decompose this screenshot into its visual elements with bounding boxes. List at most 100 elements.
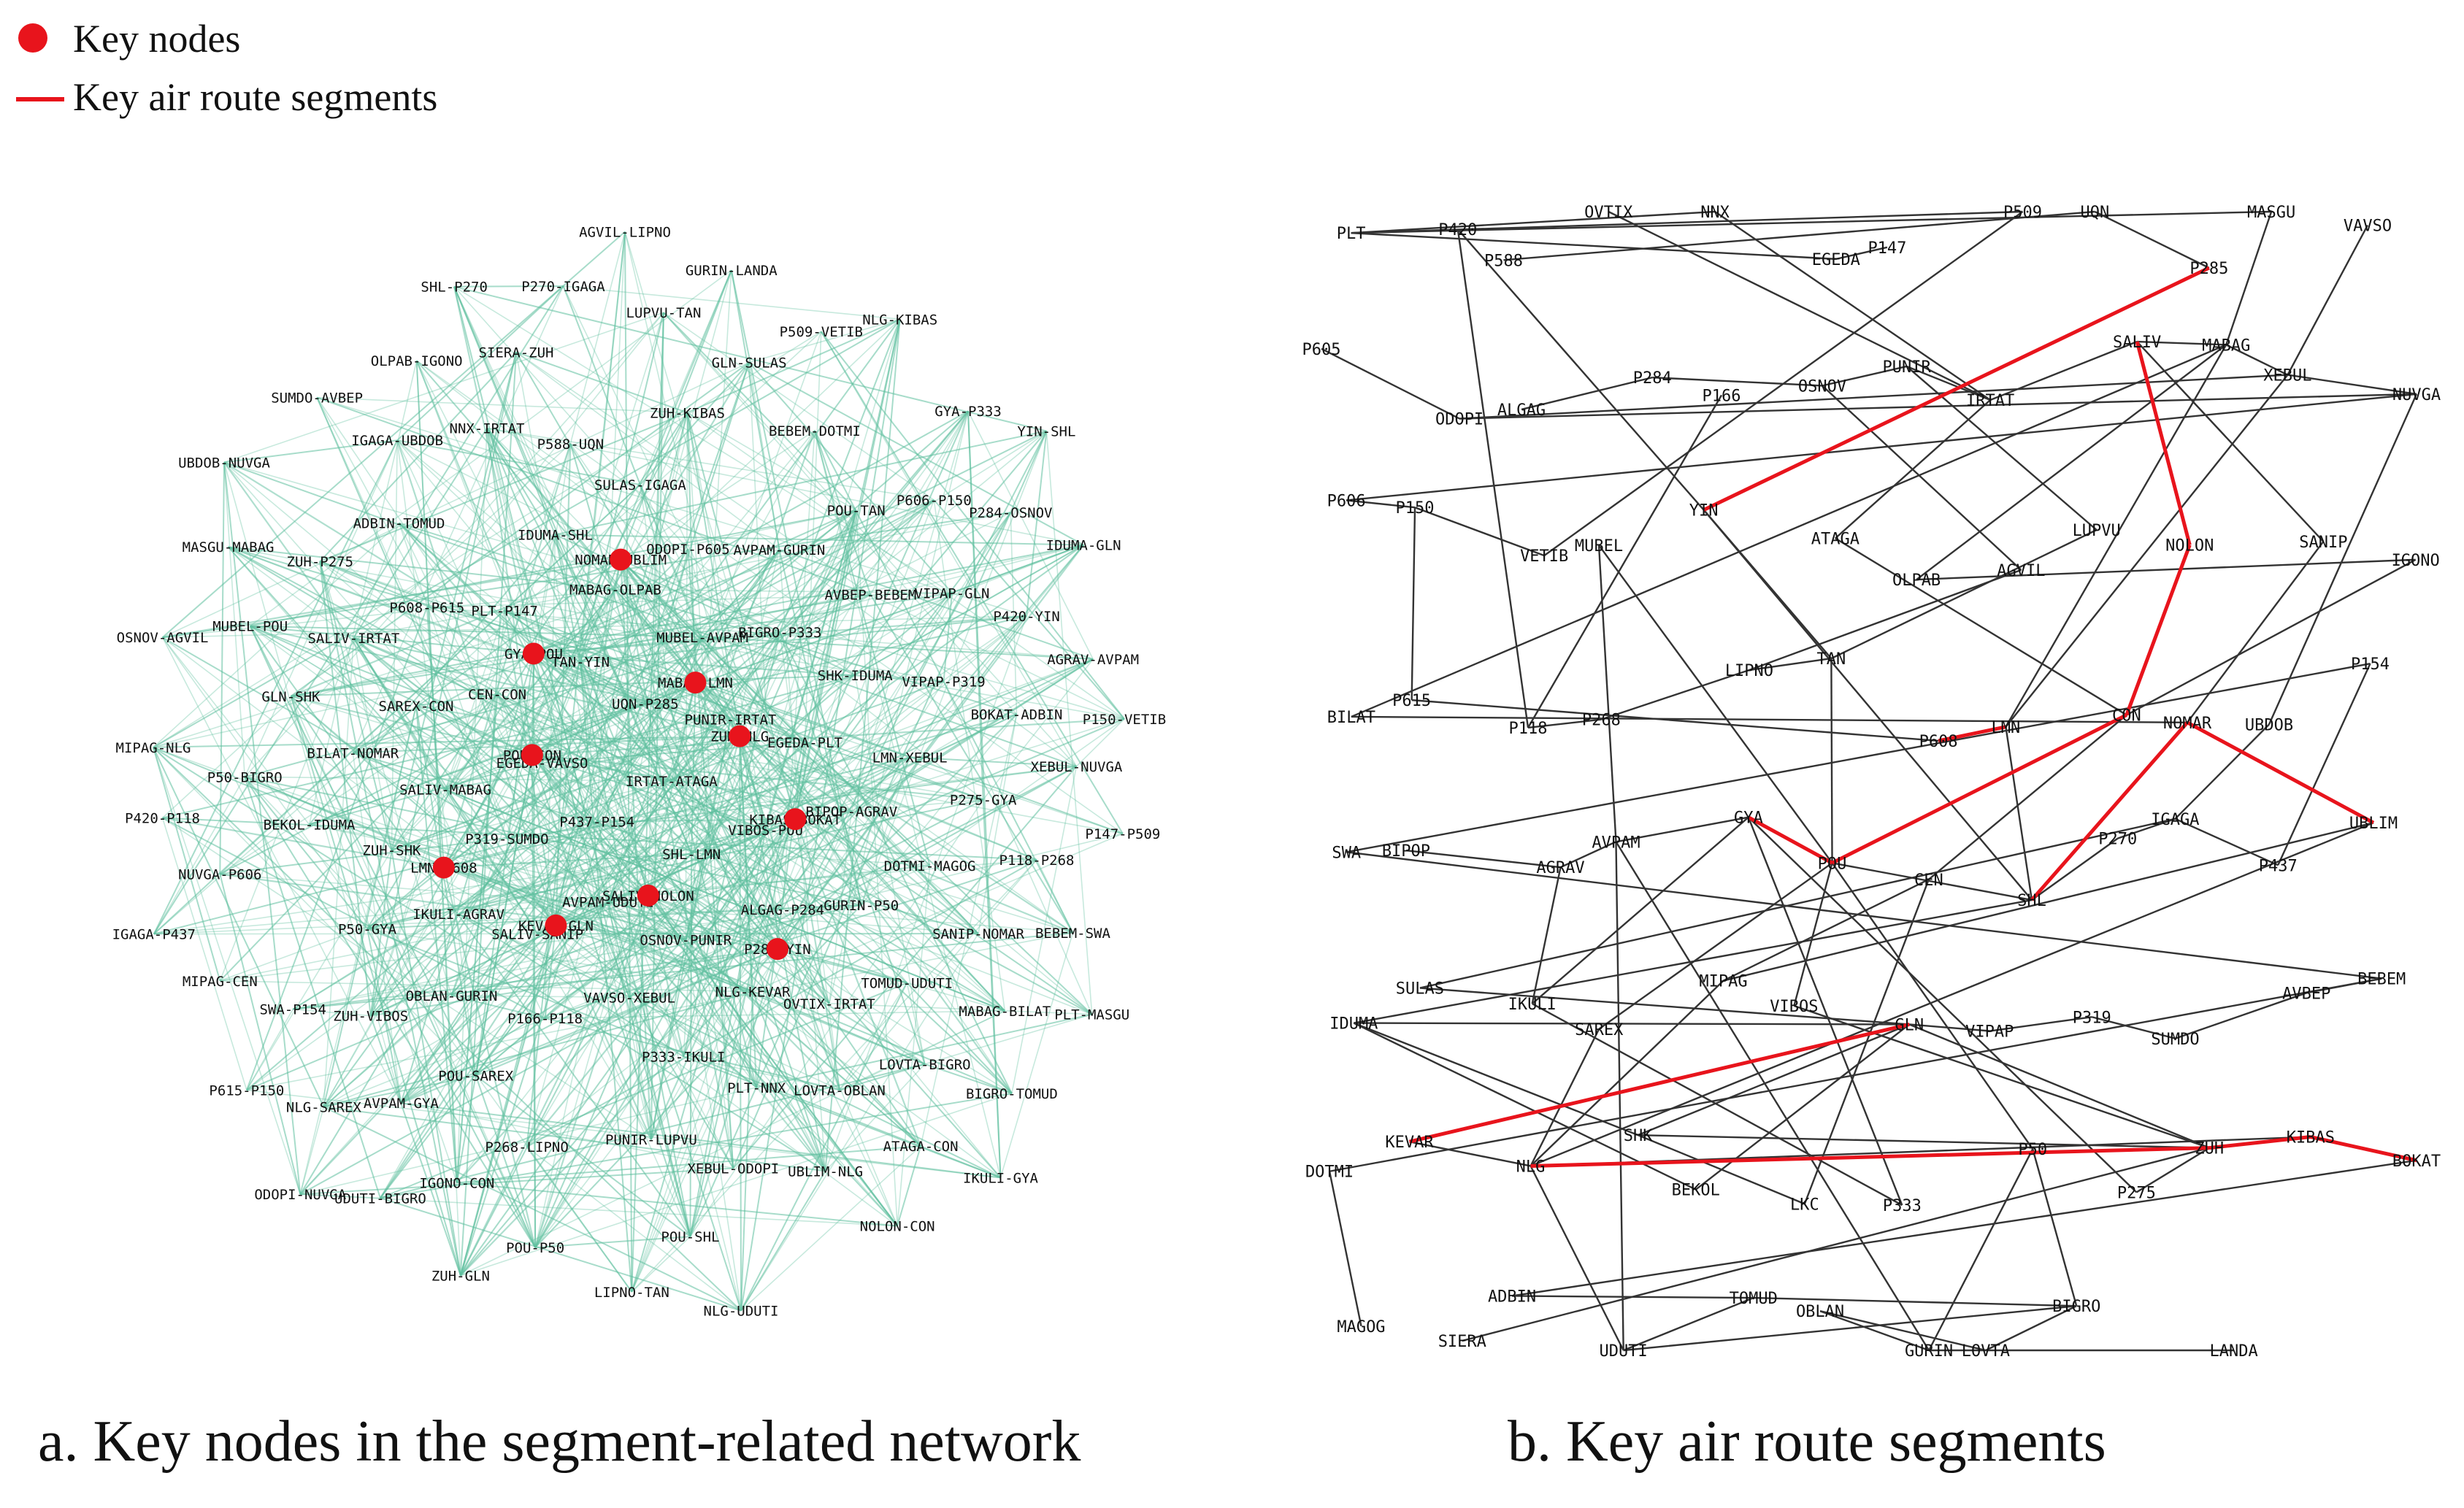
network-edge — [1036, 859, 1074, 934]
network-edge — [293, 909, 783, 1010]
network-edge — [299, 925, 557, 1195]
network-edge — [1045, 431, 1093, 1015]
network-node-label: IKULI-AGRAV — [412, 907, 504, 923]
network-edge — [555, 430, 1047, 536]
key-node-swatch-icon — [0, 13, 73, 64]
route-segment — [1703, 509, 2033, 901]
route-node-egeda: EGEDA — [1812, 251, 1860, 269]
network-edge — [292, 592, 953, 1010]
network-edge — [507, 838, 930, 866]
route-segment — [1351, 231, 1836, 261]
network-node-label: IGAGA-UBDOB — [351, 433, 443, 449]
key-node-marker — [637, 884, 659, 907]
route-segment — [2126, 558, 2417, 716]
network-node-label: IDUMA-GLN — [1046, 538, 1121, 554]
route-node-p608: P608 — [1919, 733, 1958, 751]
key-route-segment — [2310, 1135, 2417, 1163]
network-edge — [730, 269, 862, 905]
route-segment — [1351, 210, 2023, 234]
network-edge — [353, 637, 393, 850]
network-edge — [300, 1193, 380, 1199]
network-edge — [352, 285, 564, 753]
network-edge — [370, 913, 459, 1017]
network-edge — [250, 625, 534, 655]
network-edge — [967, 411, 1002, 1178]
network-edge — [686, 412, 734, 1169]
route-segment — [1928, 714, 2127, 880]
network-edge — [451, 995, 630, 999]
network-edge — [220, 873, 778, 950]
network-edge — [460, 269, 732, 1276]
network-edge — [153, 747, 221, 982]
network-edge — [740, 991, 754, 1311]
route-segment — [1560, 841, 1616, 869]
network-edge — [162, 361, 750, 638]
network-node-label: SALIV-IRTAT — [307, 631, 399, 647]
network-edge — [445, 534, 556, 790]
network-edge — [689, 948, 778, 1237]
key-node-marker — [684, 672, 707, 694]
network-edge — [685, 939, 742, 1311]
network-edge — [580, 661, 742, 1311]
network-edge — [752, 833, 1124, 993]
network-edge — [732, 766, 1078, 1169]
network-node-label: ZUH-KIBAS — [650, 405, 725, 421]
network-edge — [779, 410, 969, 633]
route-segment — [1329, 977, 2382, 1172]
network-edge — [814, 430, 1074, 934]
network-edge — [415, 360, 684, 1057]
route-node-avbep: AVBEP — [2282, 985, 2330, 1003]
network-edge — [290, 696, 536, 1248]
route-node-nuvga: NUVGA — [2392, 386, 2441, 404]
network-edge — [250, 625, 766, 831]
network-edge — [162, 558, 621, 639]
network-edge — [648, 894, 926, 1065]
network-edge — [400, 901, 609, 1104]
network-node-label: MASGU-MABAG — [183, 539, 275, 555]
network-edge — [249, 626, 537, 1248]
network-node-label: P606-P150 — [897, 493, 972, 509]
network-edge — [227, 546, 446, 790]
route-segment — [1623, 1296, 1754, 1352]
network-edge — [686, 412, 741, 736]
route-node-irtat: IRTAT — [1966, 392, 2014, 410]
network-edge — [369, 412, 688, 1017]
network-edge — [396, 440, 477, 1076]
network-edge — [532, 653, 826, 1172]
network-edge — [686, 412, 797, 820]
network-node-label: BIPOP-AGRAV — [805, 804, 897, 820]
network-edge — [943, 681, 1093, 1015]
network-edge — [398, 522, 778, 950]
network-edge — [504, 610, 557, 926]
network-edge — [779, 593, 871, 633]
network-edge — [323, 637, 355, 1107]
key-route-segment — [1703, 266, 2210, 512]
network-edge — [396, 285, 564, 441]
network-edge — [967, 410, 1094, 660]
network-edge — [223, 461, 692, 855]
network-edge — [782, 512, 1012, 910]
route-node-kevar: KEVAR — [1385, 1134, 1434, 1152]
network-edge — [620, 559, 741, 737]
network-edge — [629, 997, 691, 1237]
network-edge — [933, 499, 1125, 720]
network-edge — [534, 895, 649, 1248]
network-edge — [366, 818, 796, 930]
network-edge — [794, 818, 922, 1147]
route-segment — [2117, 818, 2176, 839]
network-edge — [544, 925, 557, 1019]
network-edge — [596, 430, 815, 822]
network-node-label: SAREX-CON — [379, 699, 454, 715]
network-edge — [506, 838, 557, 926]
network-edge — [162, 817, 652, 1140]
network-node-label: ODOPI-P605 — [646, 542, 729, 558]
route-segment — [1749, 569, 2022, 672]
network-edge — [223, 461, 1077, 767]
network-edge — [686, 412, 696, 683]
route-node-masgu: MASGU — [2247, 204, 2295, 222]
network-edge — [401, 1102, 1001, 1179]
network-edge — [870, 410, 969, 596]
route-node-p147: P147 — [1868, 239, 1906, 258]
network-edge — [639, 484, 741, 737]
network-node-label: PLT-NNX — [727, 1080, 786, 1096]
